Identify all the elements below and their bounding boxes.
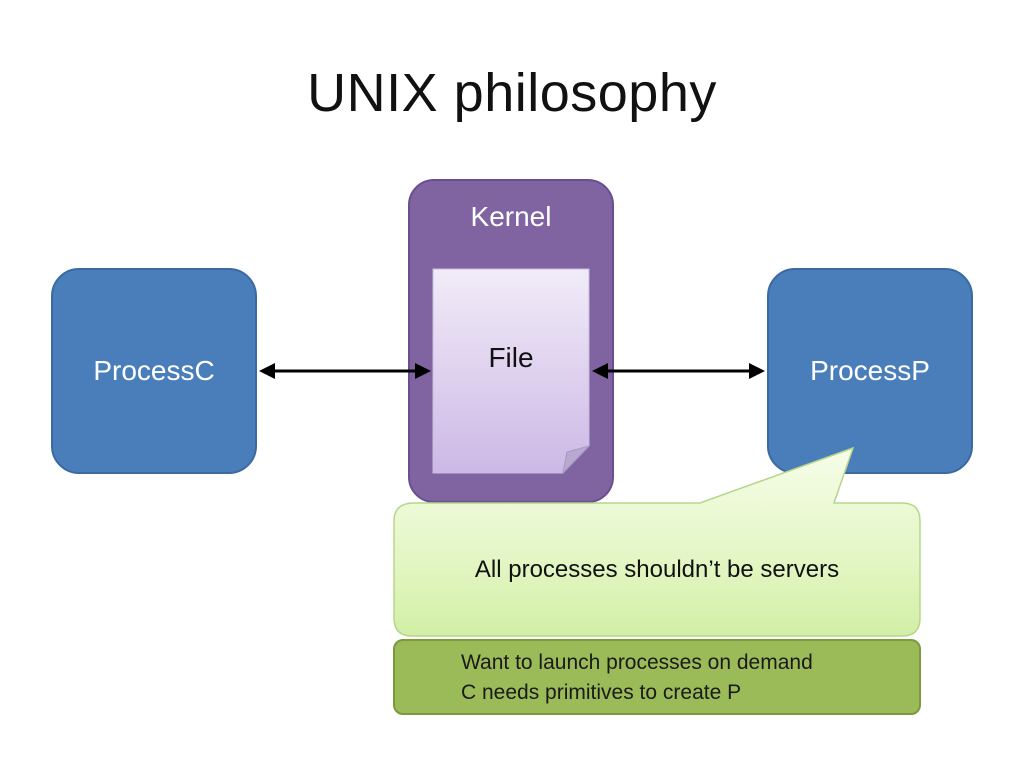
kernel-label: Kernel <box>470 201 552 232</box>
arrow-file-processp <box>592 363 765 379</box>
note-box: Want to launch processes on demand C nee… <box>393 639 921 715</box>
process-p-box: ProcessP <box>767 268 973 474</box>
slide-title: UNIX philosophy <box>307 63 717 123</box>
process-c-label: ProcessC <box>93 355 215 386</box>
page-curl-corner <box>562 445 591 475</box>
process-c-box: ProcessC <box>51 268 257 474</box>
note-line-2: C needs primitives to create P <box>461 681 742 704</box>
file-document: File <box>432 268 591 475</box>
callout-text: All processes shouldn’t be servers <box>474 556 840 583</box>
arrow-processc-file <box>259 363 431 379</box>
process-p-label: ProcessP <box>810 355 930 386</box>
file-document-shape <box>432 268 591 475</box>
note-line-1: Want to launch processes on demand <box>461 651 813 674</box>
file-label: File <box>488 342 534 373</box>
